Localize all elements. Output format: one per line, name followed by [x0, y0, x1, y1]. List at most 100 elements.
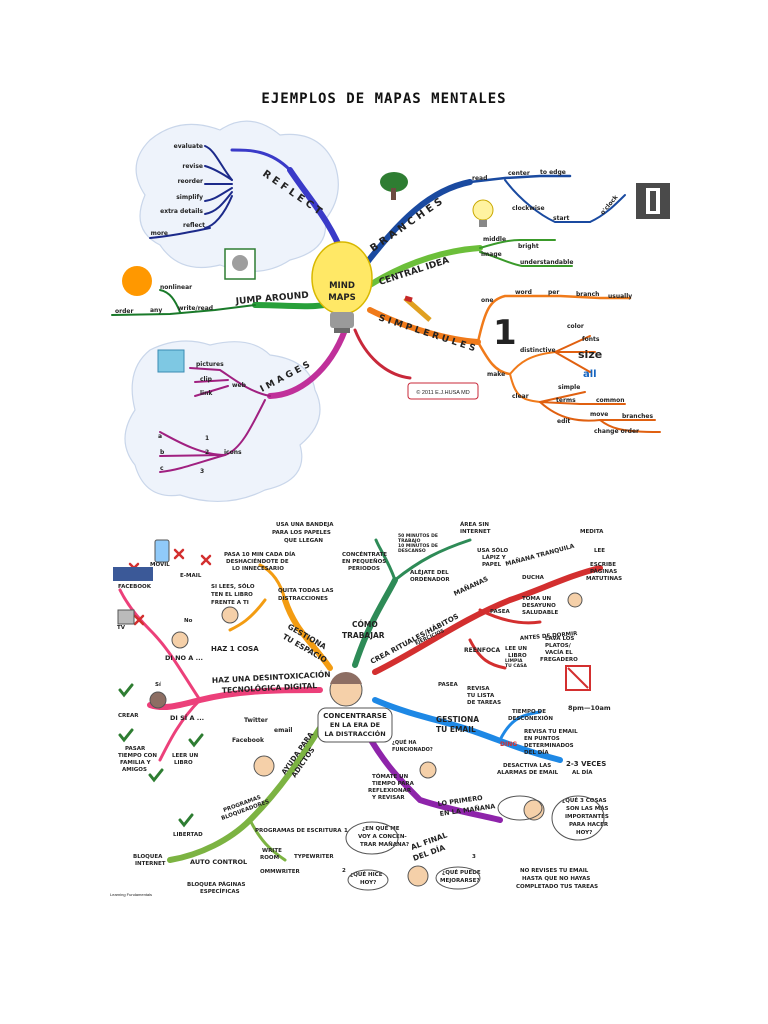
copyright-tag [407, 382, 479, 400]
rituales-item: LEE [594, 548, 605, 554]
map1-center-line2: MAPS [328, 293, 355, 303]
email-item: TIEMPO DE [512, 709, 546, 715]
check-icon [118, 728, 134, 743]
desintoxicacion-item: TIEMPO CON [118, 753, 157, 759]
central-idea-item: bright [518, 243, 539, 250]
simple-rules-item: clear [512, 393, 529, 400]
speech-bubble [435, 866, 481, 890]
rituales-item: LIMPIA [505, 658, 523, 664]
gestiona-espacio-item: QUE LLEGAN [284, 538, 323, 544]
simple-rules-item: make [487, 371, 505, 378]
como-trabajar-item: 50 MINUTOS DE [398, 533, 438, 539]
jump-around-item: write/read [178, 305, 213, 312]
final-dia-item: MEJORARSE? [440, 878, 480, 884]
person-icon [407, 865, 429, 887]
speech-bubble [347, 869, 389, 891]
central-idea-item: understandable [520, 259, 573, 266]
rituales-item: LIBRO [508, 653, 527, 659]
manana-item: SON LAS MÁS [566, 805, 609, 812]
map2-center-line2: EN LA ERA DE [330, 721, 380, 729]
simple-rules-item: one [481, 297, 493, 304]
rituales-item: ESCRIBE [590, 562, 616, 568]
rituales-item: TU LISTA [467, 693, 495, 699]
email-item: DEL DÍA [524, 748, 549, 756]
check-icon [178, 813, 194, 828]
email-item: REVISA TU EMAIL [524, 729, 578, 735]
desintoxicacion-item: No [184, 618, 193, 624]
como-trabajar-item: ÁREA SIN [460, 521, 489, 528]
images-item: c [160, 465, 164, 472]
desintoxicacion-item: FAMILIA Y [120, 760, 152, 766]
email-item: AL DÍA [572, 768, 593, 776]
ayuda-item: email [274, 727, 292, 734]
desintoxicacion-item: E-MAIL [180, 573, 202, 579]
manana-item: IMPORTANTES [565, 814, 609, 820]
images-item: 2 [205, 449, 209, 456]
images-item: icons [224, 449, 242, 456]
desintoxicacion-item: Sí [155, 681, 162, 688]
gestiona-espacio-item: FRENTE A TI [211, 600, 249, 606]
final-dia-item: ¿EN QUÉ ME [362, 824, 400, 832]
cross-icon [200, 554, 212, 566]
center-box [317, 707, 393, 743]
ayuda-item: BLOQUEA [133, 854, 163, 860]
simple-rules-item: change order [594, 428, 639, 435]
map1-center-line1: MIND [329, 281, 355, 291]
reflect-item: reorder [178, 178, 203, 185]
email-label: TU EMAIL [436, 725, 476, 734]
images-item: b [160, 449, 165, 456]
person-icon [171, 631, 189, 649]
images-item: link [200, 390, 213, 397]
rituales-item: PASEA [490, 609, 511, 615]
ayuda-item: AUTO CONTROL [190, 858, 247, 866]
simple-rules-item: common [596, 397, 625, 404]
ayuda-item: TYPEWRITER [294, 854, 334, 860]
page-title: EJEMPLOS DE MAPAS MENTALES [261, 91, 507, 107]
simple-rules-item: simple [558, 384, 580, 391]
final-dia-item: HOY? [360, 880, 376, 886]
como-trabajar-item: PAPEL [482, 562, 502, 568]
manana-item: PARA HACER [569, 822, 609, 828]
email-item: 2-3 VECES [566, 760, 606, 768]
ayuda-item: Facebook [232, 737, 265, 744]
reflect-item: revise [182, 163, 203, 170]
reflexionar-item: REFLEXIONAR [368, 788, 412, 794]
rituales-item: VACÍA EL [545, 648, 573, 656]
ayuda-item: WRITE [262, 848, 282, 854]
person-icon [221, 606, 239, 624]
como-trabajar-item: USA SÓLO [477, 547, 509, 554]
email-item: 8pm—10am [568, 704, 611, 712]
como-trabajar-item: INTERNET [460, 529, 491, 535]
ayuda-item: INTERNET [135, 861, 166, 867]
desintoxicacion-item: AMIGOS [122, 767, 147, 773]
final-dia-item: 2 [342, 868, 346, 874]
final-dia-item: COMPLETADO TUS TAREAS [516, 884, 598, 890]
jump-around-item: nonlinear [160, 284, 192, 291]
email-label: GESTIONA [436, 715, 479, 724]
final-dia-item: ¿QUÉ HICE [350, 870, 383, 878]
rituales-item: REENFOCA [464, 647, 500, 654]
person-icon [149, 691, 167, 709]
final-dia-item: TRAR MAÑANA? [360, 841, 409, 848]
email-item: DETERMINADOS [524, 743, 574, 749]
reflexionar-item: Y REVISAR [371, 795, 405, 801]
final-dia-item: NO REVISES TU EMAIL [520, 868, 589, 874]
reflexionar-item: TIEMPO PARA [372, 781, 415, 787]
como-trabajar-item: LÁPIZ Y [482, 554, 507, 561]
gestiona-espacio-item: DISTRACCIONES [278, 596, 328, 602]
como-trabajar-item: 10 MINUTOS DE [398, 543, 438, 549]
person-icon [567, 592, 583, 608]
check-icon [118, 683, 134, 698]
rituales-item: SALUDABLE [522, 610, 559, 616]
images-item: a [158, 433, 162, 440]
simple-rules-item: usually [608, 293, 632, 300]
map2-center-line1: CONCENTRARSE [323, 712, 387, 720]
email-item: DING [500, 741, 517, 748]
lightbulb-icon [472, 199, 494, 227]
cross-icon [173, 548, 185, 560]
speech-bubble [551, 795, 605, 841]
cross-icon [133, 614, 145, 626]
desintoxicacion-item: MÓVIL [150, 561, 170, 568]
ayuda-item: Twitter [244, 717, 268, 724]
como-trabajar-item: PERIODOS [348, 566, 380, 572]
